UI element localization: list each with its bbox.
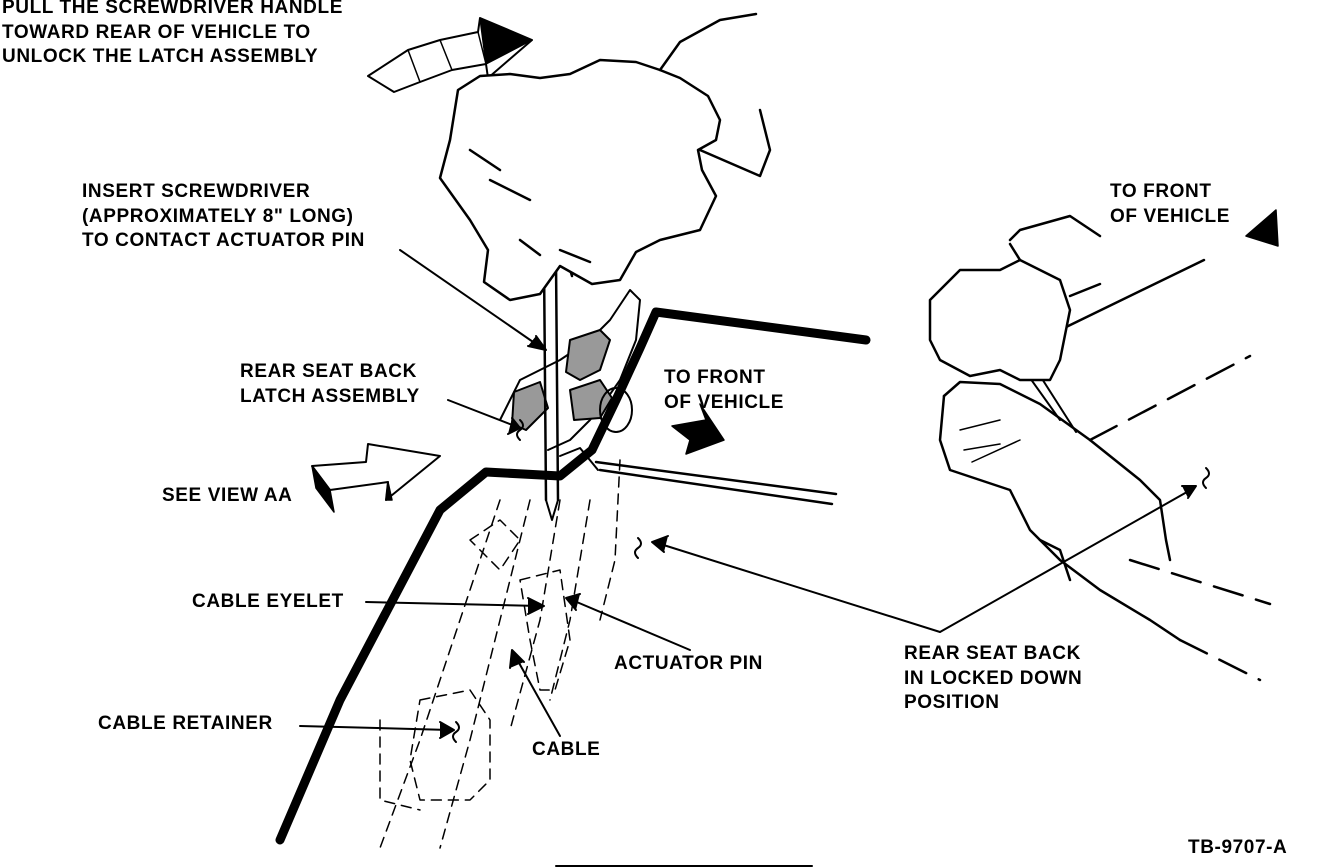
to-front-right-line-1: TO FRONT [1110,181,1212,202]
pull-direction-arrow [367,17,533,93]
to-front-center-line-1: TO FRONT [664,367,766,388]
cable-label: CABLE [532,739,601,760]
locked-line-2: IN LOCKED DOWN [904,667,1083,689]
latch-line-2: LATCH ASSEMBLY [240,385,420,407]
insert-line-3: TO CONTACT ACTUATOR PIN [82,230,365,251]
to-front-right-line-2: OF VEHICLE [1110,205,1231,227]
latch-assembly-label: REAR SEAT BACK LATCH ASSEMBLY [240,360,420,409]
to-front-arrow-center [671,403,725,455]
insert-screwdriver-label: INSERT SCREWDRIVER (APPROXIMATELY 8" LON… [82,180,365,254]
actuator-pin-label: ACTUATOR PIN [614,653,763,674]
pull-handle-line-2: TOWARD REAR OF VEHICLE TO [2,21,311,43]
pull-handle-instruction: PULL THE SCREWDRIVER HANDLE TOWARD REAR … [2,0,343,70]
to-front-center-line-2: OF VEHICLE [664,391,785,413]
latch-line-1: REAR SEAT BACK [240,361,417,382]
insert-line-2: (APPROXIMATELY 8" LONG) [82,205,354,227]
figure-id: TB-9707-A [1188,837,1288,858]
see-view-label: SEE VIEW AA [162,485,293,506]
screwdriver-shaft [542,254,574,521]
see-view-arrow [311,443,441,513]
hand-left-illustration [438,12,772,302]
locked-line-1: REAR SEAT BACK [904,643,1081,664]
detail-view-aa [928,209,1279,682]
leader-lines [299,249,1197,739]
section-marks [452,419,1210,743]
to-front-label-center: TO FRONT OF VEHICLE [664,366,784,415]
cable-retainer-label: CABLE RETAINER [98,713,273,734]
pull-handle-line-3: UNLOCK THE LATCH ASSEMBLY [2,46,319,67]
seat-back-frame [275,307,871,845]
to-front-label-right: TO FRONT OF VEHICLE [1110,180,1230,229]
latch-mechanism [499,289,641,471]
insert-line-1: INSERT SCREWDRIVER [82,181,311,202]
cable-eyelet-label: CABLE EYELET [192,591,344,612]
locked-line-3: POSITION [904,692,1000,713]
locked-down-label: REAR SEAT BACK IN LOCKED DOWN POSITION [904,642,1082,716]
pull-handle-line-1: PULL THE SCREWDRIVER HANDLE [2,0,343,18]
latch-hidden-lines [379,459,621,849]
